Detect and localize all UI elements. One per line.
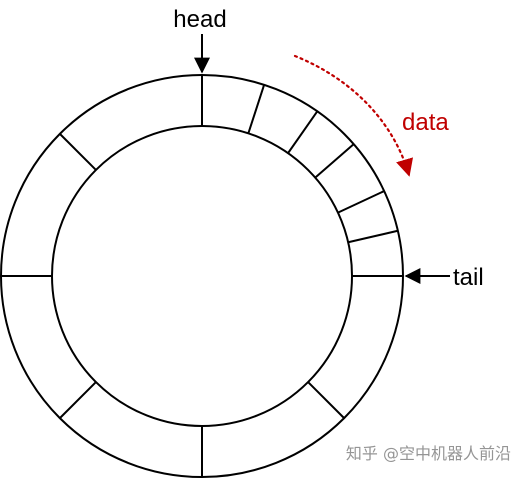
data-label: data: [402, 109, 449, 136]
slot-divider-1: [247, 84, 266, 134]
slot-divider-5: [347, 229, 399, 244]
slot-divider-11: [59, 133, 97, 171]
slot-dividers: [1, 75, 403, 477]
slot-divider-2: [287, 110, 319, 154]
head-label: head: [173, 6, 226, 33]
watermark-text: 知乎 @空中机器人前沿: [345, 444, 511, 463]
tail-label: tail: [453, 264, 484, 291]
slot-divider-7: [307, 381, 345, 419]
data-direction-arrow: [293, 54, 414, 177]
inner-ring: [51, 125, 353, 427]
slot-divider-9: [59, 381, 97, 419]
slot-divider-4: [337, 190, 385, 214]
slot-divider-3: [314, 143, 355, 179]
